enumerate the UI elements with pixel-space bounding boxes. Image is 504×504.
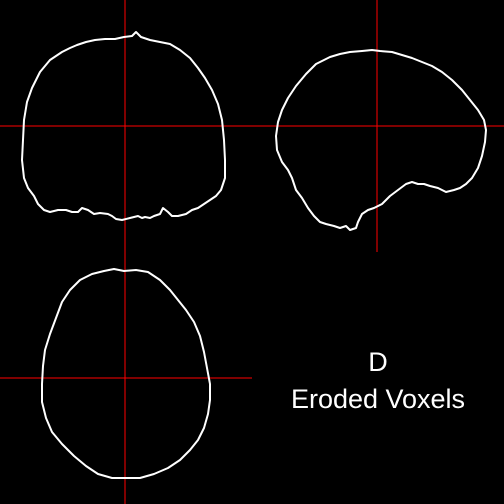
panel-description: Eroded Voxels bbox=[290, 384, 466, 414]
sagittal-view bbox=[252, 0, 504, 252]
sagittal-brain-outline bbox=[275, 49, 487, 231]
panel-letter: D bbox=[368, 347, 388, 377]
coronal-brain-outline bbox=[21, 31, 226, 221]
axial-view bbox=[0, 252, 252, 504]
coronal-view bbox=[0, 0, 252, 252]
axial-brain-outline bbox=[41, 268, 211, 479]
